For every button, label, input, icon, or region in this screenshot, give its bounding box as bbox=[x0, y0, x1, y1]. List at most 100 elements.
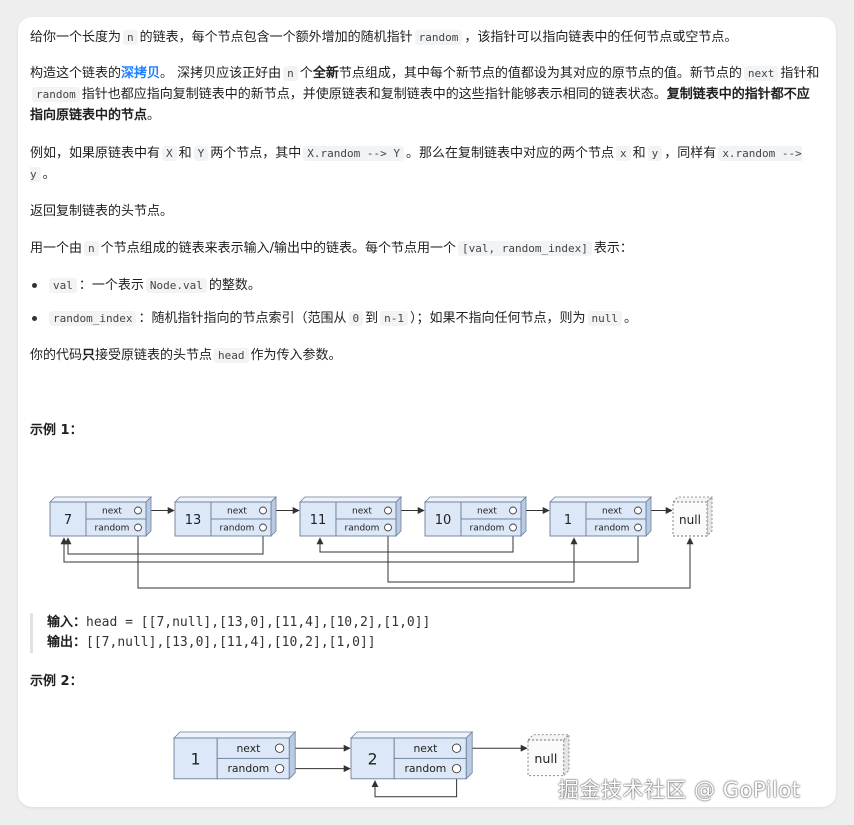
random-label: random bbox=[227, 762, 269, 775]
next-pointer-dot bbox=[134, 506, 142, 515]
text: ）；如果不指向任何节点，则为 bbox=[410, 311, 586, 326]
text: 和 bbox=[632, 146, 646, 161]
list-node: 10 next random bbox=[424, 496, 527, 537]
text: 例如，如果原链表中有 bbox=[30, 146, 161, 161]
node-side-face bbox=[270, 496, 277, 537]
text: 接受原链表的头节点 bbox=[95, 348, 213, 363]
text: 。 bbox=[624, 311, 638, 326]
node-random-cell bbox=[85, 518, 147, 537]
node-top-face bbox=[549, 496, 652, 503]
inline-code: x bbox=[616, 146, 631, 161]
inline-code: Node.val bbox=[145, 278, 207, 293]
next-pointer-dot bbox=[274, 743, 285, 753]
text: 你的代码 bbox=[30, 348, 83, 363]
next-label: next bbox=[602, 507, 622, 517]
random-arrow bbox=[64, 527, 264, 555]
text: 节点组成，其中每个新节点的值都设为其对应的原节点的值。新节点的 bbox=[338, 66, 742, 81]
null-top-face bbox=[527, 734, 570, 741]
next-pointer-dot bbox=[509, 506, 517, 515]
text: 。那么在复制链表中对应的两个节点 bbox=[406, 146, 615, 161]
node-value: 2 bbox=[368, 750, 378, 768]
random-label: random bbox=[404, 762, 446, 775]
random-pointer-dot bbox=[509, 523, 517, 532]
node-value: 11 bbox=[310, 513, 327, 528]
node-top-face bbox=[350, 731, 474, 739]
node-value: 10 bbox=[435, 513, 452, 528]
random-arrow bbox=[316, 527, 514, 553]
next-label: next bbox=[477, 507, 497, 517]
random-arrow bbox=[60, 527, 639, 563]
node-random-cell bbox=[210, 518, 272, 537]
text: ，同样有 bbox=[664, 146, 717, 161]
text: 构造这个链表的 bbox=[30, 66, 122, 81]
deep-copy-link[interactable]: 深拷贝 bbox=[121, 66, 161, 81]
null-node: null bbox=[672, 496, 713, 537]
random-label: random bbox=[470, 524, 505, 534]
node-random-cell bbox=[335, 518, 397, 537]
inline-code: n-1 bbox=[380, 311, 409, 326]
null-side-face bbox=[706, 496, 713, 537]
next-pointer-dot bbox=[384, 506, 392, 515]
watermark: 掘金技术社区 @ GoPilot bbox=[558, 778, 801, 802]
random-label: random bbox=[345, 524, 380, 534]
inline-code: n bbox=[283, 66, 298, 81]
text: 个 bbox=[299, 66, 313, 81]
text: 。 bbox=[147, 108, 161, 123]
node-random-cell bbox=[393, 757, 467, 780]
node-top-face bbox=[299, 496, 402, 503]
node-random-cell bbox=[585, 518, 647, 537]
input-line: 输入：head = [[7,null],[13,0],[11,4],[10,2]… bbox=[47, 613, 430, 633]
node-top-face bbox=[49, 496, 152, 503]
inline-code: null bbox=[587, 311, 623, 326]
list-node: 13 next random bbox=[174, 496, 277, 537]
inline-code: next bbox=[743, 66, 779, 81]
next-label: next bbox=[227, 507, 247, 517]
linked-list-nodes: 7 next random 13 next random 11 next random 10 nex… bbox=[49, 496, 713, 537]
next-pointer-dot bbox=[634, 506, 642, 515]
next-label: next bbox=[236, 742, 260, 755]
next-label: next bbox=[352, 507, 372, 517]
inline-code: y bbox=[647, 146, 663, 161]
text: 返回复制链表的头节点。 bbox=[30, 204, 174, 219]
node-value: 13 bbox=[185, 513, 202, 528]
text: 。 深拷贝应该正好由 bbox=[160, 66, 282, 81]
random-label: random bbox=[220, 524, 255, 534]
example-1-heading: 示例 1： bbox=[30, 423, 83, 438]
input-label: 输入： bbox=[47, 615, 87, 630]
node-value: 7 bbox=[64, 513, 72, 528]
random-pointer-dot bbox=[134, 523, 142, 532]
inline-code: X.random --> Y bbox=[303, 146, 405, 161]
text: 和 bbox=[178, 146, 192, 161]
random-pointer-dot bbox=[274, 763, 285, 774]
null-side-face bbox=[563, 733, 570, 777]
random-pointer-dot bbox=[259, 523, 267, 532]
inline-code: n bbox=[123, 30, 138, 45]
node-side-face bbox=[645, 496, 652, 537]
node-side-face bbox=[395, 496, 402, 537]
bold-text: 复制链表中的指针都不应指向原链表中的节点 bbox=[30, 87, 810, 123]
node-value-cell bbox=[173, 737, 218, 780]
random-pointer-dot bbox=[384, 523, 392, 532]
text: 用一个由 bbox=[30, 241, 83, 256]
input-value: head = [[7,null],[13,0],[11,4],[10,2],[1… bbox=[86, 615, 431, 630]
node-value-cell bbox=[424, 501, 462, 537]
inline-code: Y bbox=[193, 146, 209, 161]
node-random-cell bbox=[460, 518, 522, 537]
text: 的整数。 bbox=[208, 278, 261, 293]
inline-code: random_index bbox=[49, 311, 137, 326]
example-1-io: 输入：head = [[7,null],[13,0],[11,4],[10,2]… bbox=[30, 613, 430, 653]
node-value: 1 bbox=[564, 513, 572, 528]
